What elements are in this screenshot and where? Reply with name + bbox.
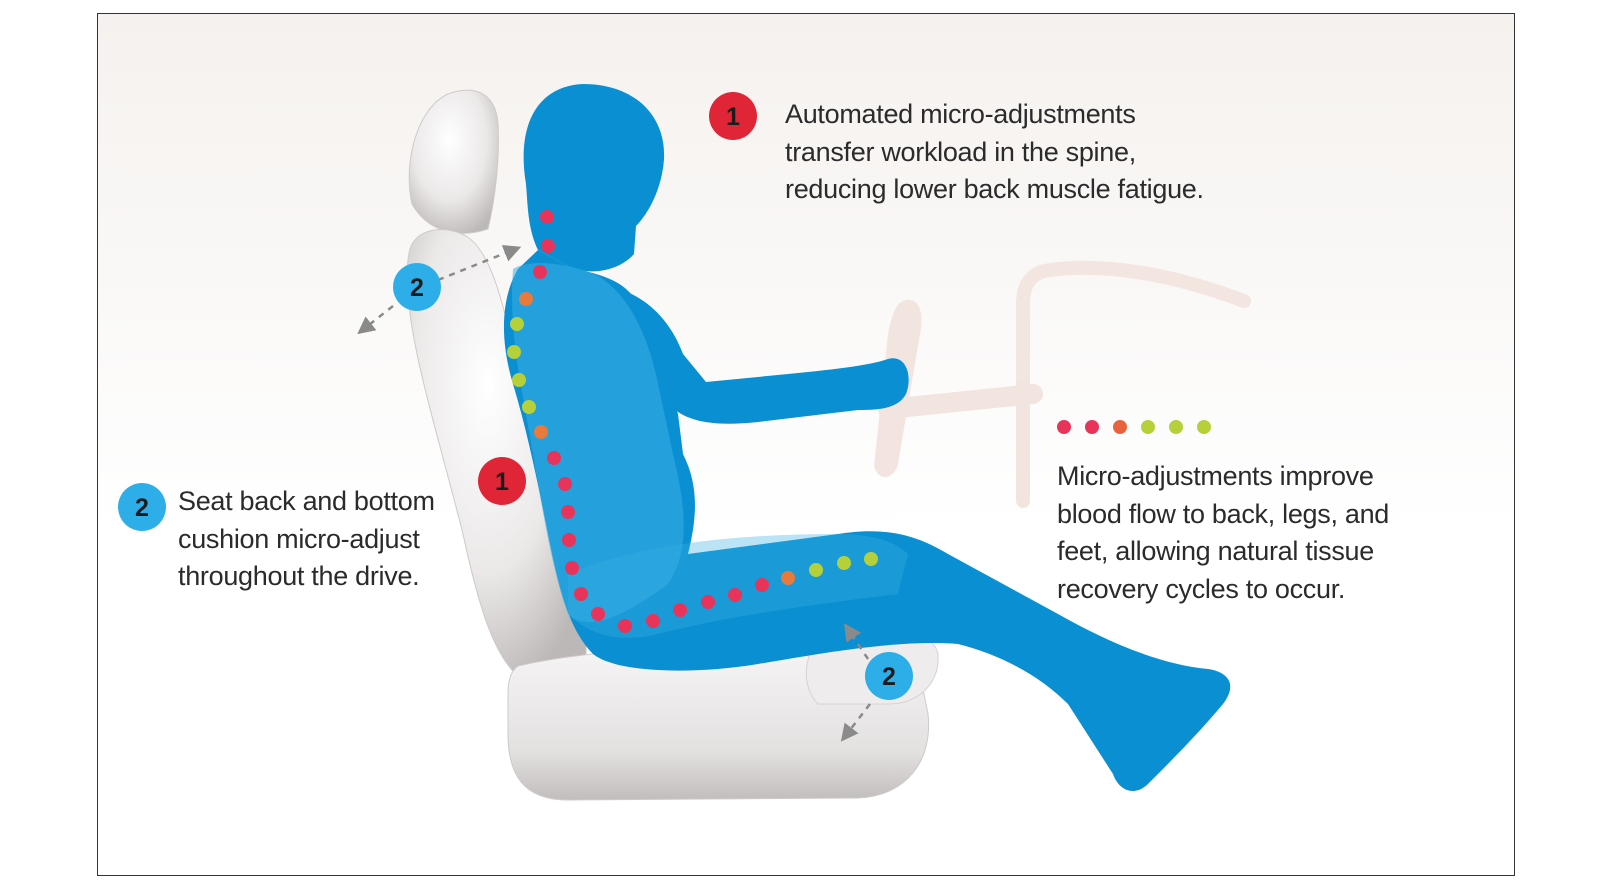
spine-dot xyxy=(562,533,576,547)
caption-flow-line-1: Micro-adjustments improve xyxy=(1057,461,1374,491)
spine-dot xyxy=(591,607,605,621)
spine-dot xyxy=(565,561,579,575)
badge-one-top-label: 1 xyxy=(726,103,740,131)
headrest-arrow-left xyxy=(357,305,394,335)
spine-dot xyxy=(809,563,823,577)
caption-spine-line-3: reducing lower back muscle fatigue. xyxy=(785,174,1204,204)
caption-seat-line-2: cushion micro-adjust xyxy=(178,523,420,554)
badge-two-cushion: 2 xyxy=(865,652,913,700)
caption-seat-line-3: throughout the drive. xyxy=(178,561,420,591)
spine-dot xyxy=(755,578,769,592)
legend-dots xyxy=(1057,420,1211,434)
badge-two-headrest-label: 2 xyxy=(410,274,424,302)
badge-two-caption: 2 xyxy=(118,483,166,531)
spine-dot xyxy=(510,317,524,331)
spine-dot xyxy=(673,603,687,617)
caption-spine-line-2: transfer workload in the spine, xyxy=(785,136,1136,167)
spine-dot xyxy=(558,477,572,491)
legend-dot xyxy=(1169,420,1183,434)
spine-dot xyxy=(547,451,561,465)
spine-dot xyxy=(618,619,632,633)
cushion-arrow-down xyxy=(840,703,871,742)
spine-dot xyxy=(540,210,554,224)
adjustment-arrows xyxy=(357,245,871,742)
spine-dot xyxy=(512,373,526,387)
spine-dot xyxy=(522,400,536,414)
diagram-frame: 1 1 2 2 2 Automated micro-adjustments tr… xyxy=(97,13,1515,876)
caption-blood-flow: Micro-adjustments improve blood flow to … xyxy=(1057,458,1389,608)
spine-dot xyxy=(561,505,575,519)
spine-dot xyxy=(701,595,715,609)
caption-flow-line-2: blood flow to back, legs, and xyxy=(1057,498,1390,529)
legend-dot xyxy=(1141,420,1155,434)
spine-dot xyxy=(541,239,555,253)
badge-two-headrest: 2 xyxy=(393,263,441,311)
seat-headrest xyxy=(408,89,499,234)
spine-dot xyxy=(507,345,521,359)
headrest-arrow-right xyxy=(437,245,522,282)
spine-dot xyxy=(534,425,548,439)
caption-spine-line-1: Automated micro-adjustments xyxy=(785,99,1136,129)
spine-dot xyxy=(533,265,547,279)
legend-dot xyxy=(1085,420,1099,434)
badge-two-caption-label: 2 xyxy=(135,494,149,522)
legend-dot xyxy=(1113,420,1127,434)
spine-dot xyxy=(837,556,851,570)
badge-one-top: 1 xyxy=(709,92,757,140)
badge-one-back-label: 1 xyxy=(495,468,509,496)
legend-dot xyxy=(1057,420,1071,434)
spine-dot xyxy=(728,588,742,602)
diagram-illustration: 1 1 2 2 2 xyxy=(118,84,1251,801)
caption-flow-line-3: feet, allowing natural tissue xyxy=(1057,536,1374,566)
spine-dot xyxy=(864,552,878,566)
driver-silhouette xyxy=(503,84,1231,791)
caption-seat-micro-adjust: Seat back and bottom cushion micro-adjus… xyxy=(178,483,435,596)
badge-two-cushion-label: 2 xyxy=(882,663,896,691)
legend-dot xyxy=(1197,420,1211,434)
spine-dot xyxy=(646,614,660,628)
spine-dot xyxy=(574,587,588,601)
spine-dot-path xyxy=(507,210,878,633)
caption-spine-workload: Automated micro-adjustments transfer wor… xyxy=(785,96,1204,209)
badge-one-back: 1 xyxy=(478,457,526,505)
spine-dot xyxy=(519,292,533,306)
spine-dot xyxy=(781,571,795,585)
caption-flow-line-4: recovery cycles to occur. xyxy=(1057,573,1346,604)
caption-seat-line-1: Seat back and bottom xyxy=(178,486,435,516)
